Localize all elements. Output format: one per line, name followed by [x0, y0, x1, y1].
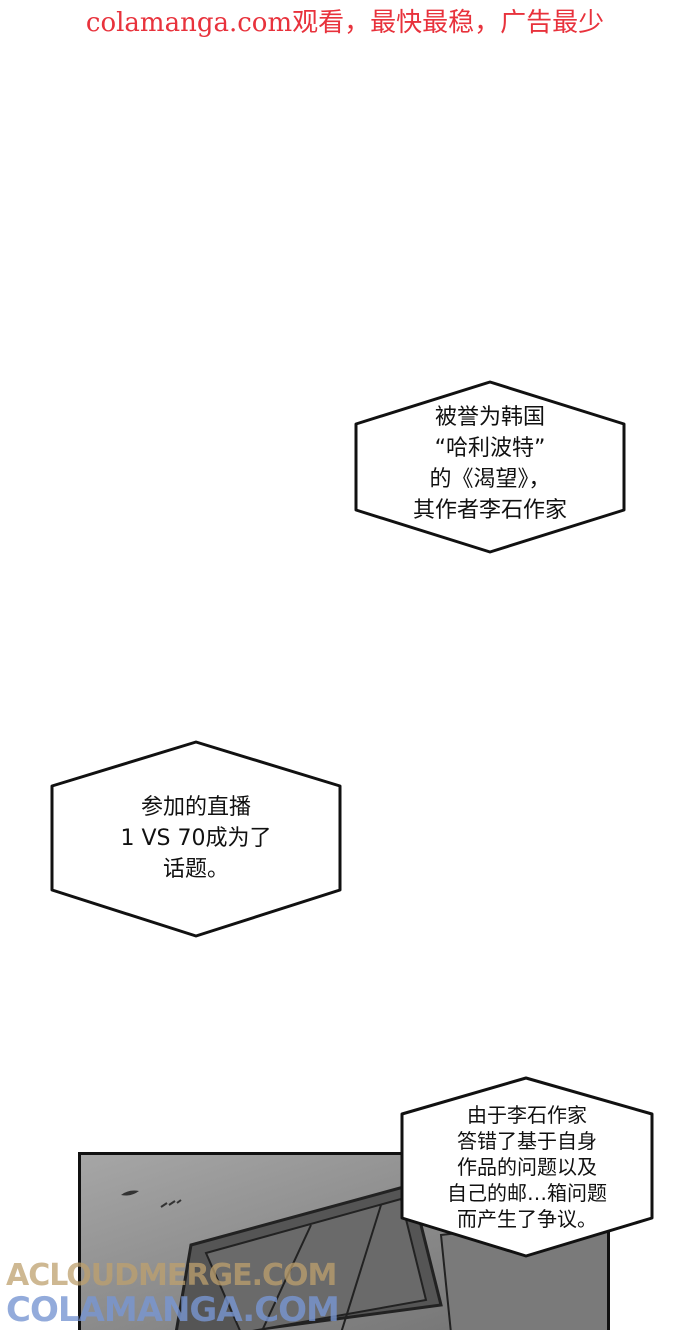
watermark-bottom: COLAMANGA.COM [6, 1290, 340, 1330]
bubble-line: 由于李石作家 [467, 1103, 587, 1127]
site-banner: colamanga.com观看，最快最稳，广告最少 [85, 8, 605, 38]
bubble-line: “哈利波特” [434, 436, 546, 461]
watermark-top: ACLOUDMERGE.COM [6, 1258, 337, 1293]
speech-bubble-3 [400, 1076, 654, 1258]
bubble-line: 答错了基于自身 [457, 1129, 597, 1153]
speech-bubble-2 [50, 740, 342, 938]
speech-bubble-2-text: 参加的直播 1 VS 70成为了 话题。 [76, 792, 316, 885]
bubble-line: 的《渴望》， [429, 467, 551, 492]
bubble-line: 自己的邮…箱问题 [447, 1181, 607, 1205]
art-panel [78, 1152, 610, 1330]
speech-bubble-1 [354, 380, 626, 554]
bubble-line: 参加的直播 [140, 795, 251, 820]
bubble-line: 其作者李石作家 [412, 498, 567, 523]
bubble-line: 1 VS 70成为了 [120, 826, 272, 851]
speech-bubble-3-text: 由于李石作家 答错了基于自身 作品的问题以及 自己的邮…箱问题 而产生了争议。 [416, 1102, 638, 1232]
bubble-line: 被誉为韩国 [434, 405, 545, 430]
bubble-line: 话题。 [162, 857, 229, 882]
bubble-line: 作品的问题以及 [457, 1155, 597, 1179]
bubble-line: 而产生了争议。 [457, 1207, 597, 1231]
speech-bubble-1-text: 被誉为韩国 “哈利波特” 的《渴望》， 其作者李石作家 [380, 402, 600, 526]
